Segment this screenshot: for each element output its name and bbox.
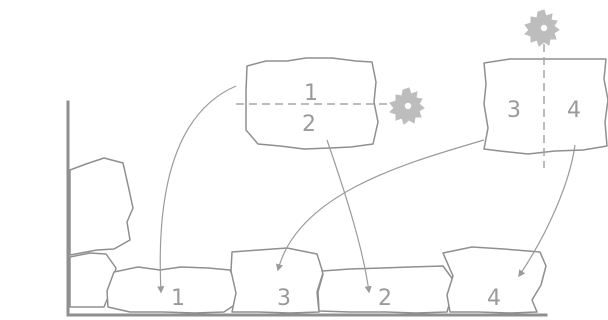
top-piece-label-1: 1 bbox=[304, 81, 318, 106]
bottom-label-3: 3 bbox=[277, 286, 291, 311]
top-piece-label-4: 4 bbox=[567, 98, 581, 123]
bottom-label-4: 4 bbox=[487, 286, 501, 311]
top-piece-label-2: 2 bbox=[302, 112, 316, 137]
top-stone-split-vertical bbox=[484, 59, 608, 154]
wall-stone-left-upper bbox=[70, 158, 133, 255]
arrow-top-piece-1-to-bottom-1 bbox=[160, 86, 236, 292]
saw-blade-icon bbox=[525, 10, 559, 46]
bottom-label-1: 1 bbox=[171, 286, 185, 311]
bottom-label-2: 2 bbox=[378, 286, 392, 311]
top-piece-label-3: 3 bbox=[507, 98, 521, 123]
saw-blade-icon bbox=[390, 88, 424, 124]
